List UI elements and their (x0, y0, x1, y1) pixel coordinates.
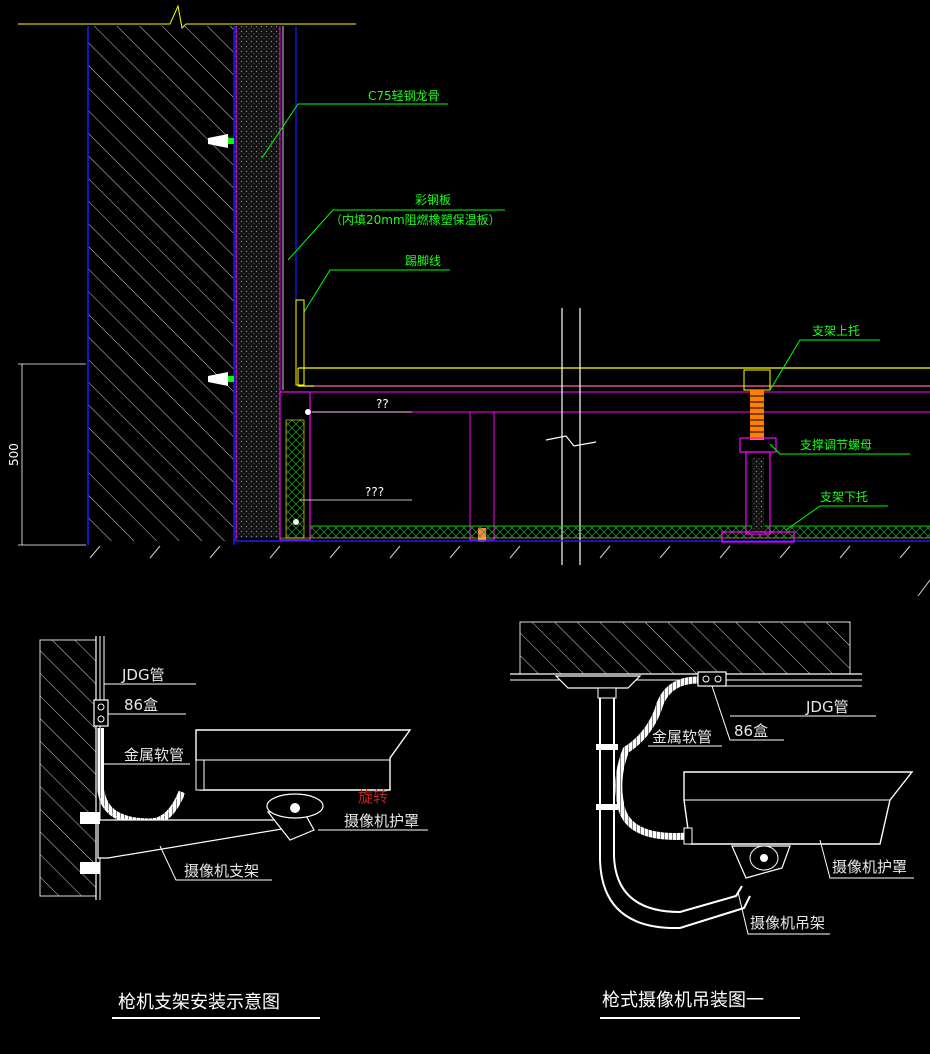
floor-pedestal (721, 369, 795, 543)
hanging-install-figure: JDG管 86盒 金属软管 摄像机护罩 摄像机吊架 枪式摄像机吊装图一 (510, 621, 914, 1019)
install-panel: JDG管 86盒 金属软管 旋转 摄像机护罩 摄像机支架 枪机支架安装示意图 (0, 598, 930, 1054)
label-camera-housing-right: 摄像机护罩 (832, 858, 907, 876)
dimension-500: 500 (7, 443, 21, 466)
ground-hatch (89, 545, 930, 597)
label-86-box-left: 86盒 (124, 696, 158, 714)
label-bracket-lower: 支架下托 (820, 490, 868, 504)
label-metal-hose-left: 金属软管 (124, 746, 184, 764)
label-metal-hose-right: 金属软管 (652, 728, 712, 746)
label-color-steel-plate: 彩钢板 (415, 193, 451, 207)
label-bracket-upper: 支架上托 (812, 324, 860, 338)
label-jdg-pipe-left: JDG管 (121, 666, 165, 684)
anchor-bolt-upper (208, 134, 234, 148)
concrete-wall (88, 26, 234, 541)
section-detail: C75轻钢龙骨 彩钢板 （内填20mm阻燃橡塑保温板） 踢脚线 (7, 4, 930, 597)
label-unknown-2: ??? (365, 485, 384, 499)
label-support-nut: 支撑调节螺母 (800, 437, 872, 452)
label-skirting: 踢脚线 (405, 253, 441, 268)
label-camera-bracket: 摄像机支架 (184, 862, 259, 880)
label-color-steel-plate-note: （内填20mm阻燃橡塑保温板） (330, 212, 501, 227)
label-camera-hanger: 摄像机吊架 (750, 914, 825, 932)
label-c75-keel: C75轻钢龙骨 (368, 89, 440, 103)
keel-layer (236, 26, 280, 538)
label-camera-housing-left: 摄像机护罩 (344, 812, 419, 830)
anchor-bolt-lower (208, 372, 234, 386)
bracket-install-figure: JDG管 86盒 金属软管 旋转 摄像机护罩 摄像机支架 枪机支架安装示意图 (39, 636, 428, 1019)
title-bracket-install: 枪机支架安装示意图 (118, 992, 280, 1013)
title-hanging-install: 枪式摄像机吊装图一 (602, 990, 764, 1011)
label-jdg-pipe-right: JDG管 (805, 698, 849, 716)
label-86-box-right: 86盒 (734, 722, 768, 740)
label-rotate: 旋转 (358, 788, 388, 806)
label-unknown-1: ?? (376, 397, 389, 411)
